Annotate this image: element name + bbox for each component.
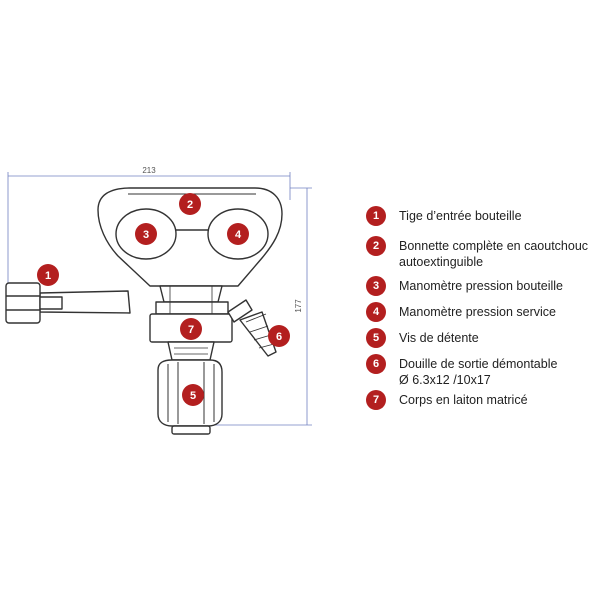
height-dimension-label: 177 — [294, 299, 303, 313]
legend-number: 1 — [366, 206, 386, 226]
callout-3: 3 — [135, 223, 157, 245]
width-dimension-label: 213 — [142, 166, 156, 175]
legend-number: 6 — [366, 354, 386, 374]
legend-item: 3 Manomètre pression bouteille — [366, 276, 563, 296]
callout-4: 4 — [227, 223, 249, 245]
svg-text:1: 1 — [45, 270, 51, 282]
legend-text: Tige d’entrée bouteille — [399, 209, 522, 223]
callout-1: 1 — [37, 264, 59, 286]
svg-text:6: 6 — [276, 331, 282, 343]
body-neck — [159, 285, 223, 303]
inlet-stem-collar — [39, 296, 63, 310]
legend-item: 7 Corps en laiton matricé — [366, 390, 528, 410]
legend-item: 4 Manomètre pression service — [366, 302, 556, 322]
callout-2: 2 — [179, 193, 201, 215]
svg-text:4: 4 — [235, 229, 242, 241]
legend-text: Bonnette complète en caoutchouc autoexti… — [399, 239, 589, 269]
svg-text:5: 5 — [190, 390, 196, 402]
legend-item: 5 Vis de détente — [366, 328, 479, 348]
legend-number: 2 — [366, 236, 386, 256]
callout-7: 7 — [180, 318, 202, 340]
callout-5: 5 — [182, 384, 204, 406]
svg-text:7: 7 — [188, 324, 194, 336]
inlet-nut — [5, 282, 41, 324]
legend-number: 4 — [366, 302, 386, 322]
callout-6: 6 — [268, 325, 290, 347]
legend-number: 7 — [366, 390, 386, 410]
svg-text:3: 3 — [143, 229, 149, 241]
legend-item: 2 Bonnette complète en caoutchouc autoex… — [366, 236, 588, 270]
height-dimension — [210, 187, 312, 426]
legend-text: Corps en laiton matricé — [399, 393, 528, 407]
legend-text: Manomètre pression bouteille — [399, 279, 563, 293]
legend-item: 6 Douille de sortie démontable Ø 6.3x12 … — [366, 354, 557, 388]
outlet-fitting — [227, 299, 277, 357]
svg-text:2: 2 — [187, 199, 193, 211]
width-dimension — [7, 172, 291, 290]
legend-text: Manomètre pression service — [399, 305, 557, 319]
legend-number: 5 — [366, 328, 386, 348]
legend-text: Douille de sortie démontable Ø 6.3x12 /1… — [399, 357, 558, 387]
legend-number: 3 — [366, 276, 386, 296]
legend-text: Vis de détente — [399, 331, 479, 345]
legend-item: 1 Tige d’entrée bouteille — [366, 206, 522, 226]
